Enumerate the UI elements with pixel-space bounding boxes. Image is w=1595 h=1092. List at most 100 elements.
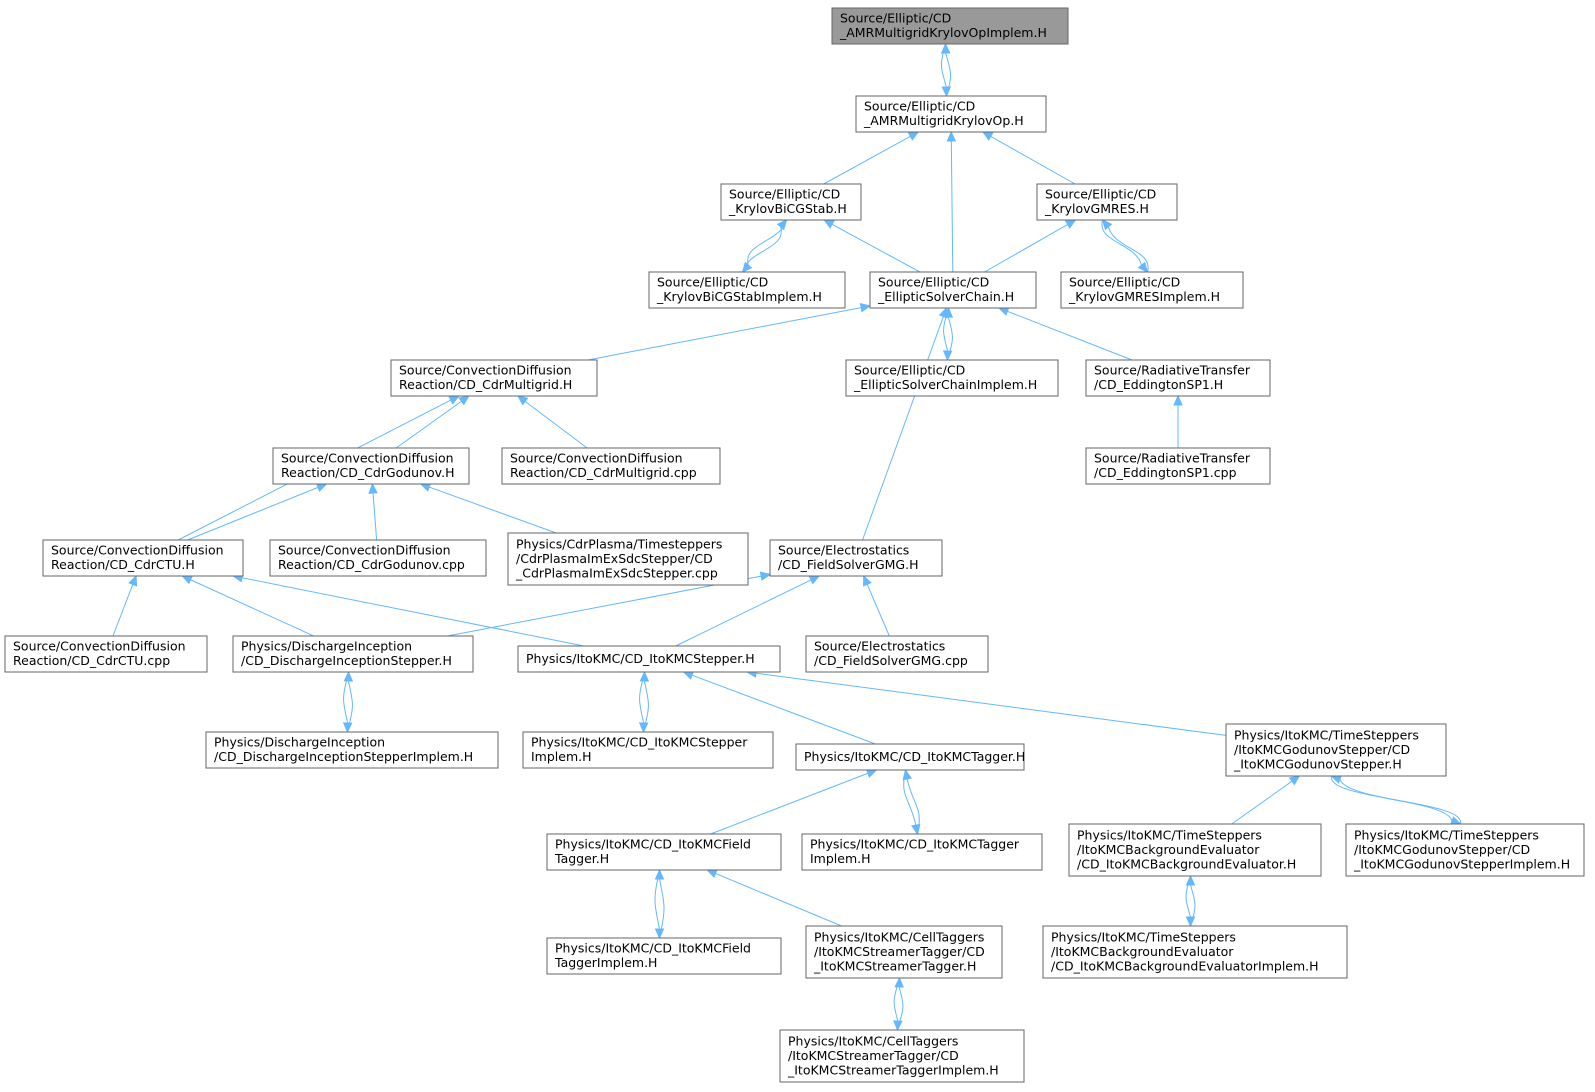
node-label-line: Source/Elliptic/CD xyxy=(657,275,768,290)
node-label-line: _EllipticSolverChain.H xyxy=(877,289,1014,304)
dependency-edge-n5-to-n3 xyxy=(984,219,1077,273)
edge-line xyxy=(1007,310,1133,361)
edge-line xyxy=(112,584,134,637)
node-box xyxy=(522,731,774,769)
file-node[interactable]: Physics/DischargeInception/CD_DischargeI… xyxy=(232,635,474,673)
node-label-line: Source/ConvectionDiffusion xyxy=(51,543,224,558)
file-node[interactable]: Source/Elliptic/CD_AMRMultigridKrylovOp.… xyxy=(855,95,1047,133)
node-label-line: Source/Elliptic/CD xyxy=(854,363,965,378)
edge-arrowhead xyxy=(342,722,353,734)
file-node[interactable]: Source/ConvectionDiffusionReaction/CD_Cd… xyxy=(272,447,470,485)
file-node[interactable]: Physics/ItoKMC/CD_ItoKMCTagger.H xyxy=(795,743,1025,771)
node-label-line: /CD_ItoKMCBackgroundEvaluatorImplem.H xyxy=(1051,958,1319,973)
file-node[interactable]: Physics/ItoKMC/TimeSteppers/ItoKMCBackgr… xyxy=(1042,925,1348,979)
dependency-edge-n15-to-n10 xyxy=(419,482,557,534)
node-box xyxy=(855,95,1047,133)
file-node[interactable]: Source/Elliptic/CD_EllipticSolverChain.H xyxy=(869,271,1037,309)
file-node[interactable]: Physics/ItoKMC/CD_ItoKMCFieldTaggerImple… xyxy=(546,937,782,975)
edge-line xyxy=(1339,778,1462,825)
node-label-line: /CD_DischargeInceptionStepper.H xyxy=(241,653,452,668)
file-node[interactable]: Source/ConvectionDiffusionReaction/CD_Cd… xyxy=(42,539,244,577)
file-node[interactable]: Physics/ItoKMC/TimeSteppers/ItoKMCBackgr… xyxy=(1068,823,1322,877)
node-label-line: /ItoKMCGodunovStepper/CD xyxy=(1234,742,1410,757)
node-label-line: /ItoKMCStreamerTagger/CD xyxy=(788,1048,959,1063)
dependency-edge-n7-to-n5 xyxy=(587,303,872,361)
edge-arrowhead xyxy=(808,575,821,585)
edge-arrowhead xyxy=(1185,916,1196,928)
node-label-line: Physics/ItoKMC/CD_ItoKMCStepper.H xyxy=(526,651,755,666)
node-box xyxy=(648,271,846,309)
edge-arrowhead xyxy=(682,670,695,680)
dependency-edge-n3-to-n6 xyxy=(1101,219,1149,273)
edges-layer xyxy=(112,42,1462,1032)
node-box xyxy=(42,539,244,577)
edge-line xyxy=(950,140,954,273)
edge-line xyxy=(187,486,319,541)
node-label-line: Reaction/CD_CdrCTU.cpp xyxy=(13,653,170,668)
node-box xyxy=(1068,823,1322,877)
edge-line xyxy=(395,400,462,449)
node-label-line: _AMRMultigridKrylovOp.H xyxy=(863,113,1024,128)
node-label-line: /CD_DischargeInceptionStepperImplem.H xyxy=(214,749,473,764)
file-node[interactable]: Physics/ItoKMC/CellTaggers/ItoKMCStreame… xyxy=(779,1029,1025,1083)
root-file-node[interactable]: Source/Elliptic/CD_AMRMultigridKrylovOpI… xyxy=(831,7,1069,45)
edge-line xyxy=(587,307,862,361)
node-label-line: _ItoKMCStreamerTaggerImplem.H xyxy=(787,1062,999,1077)
dependency-edge-n19-to-n16 xyxy=(675,575,821,647)
node-label-line: Source/Elliptic/CD xyxy=(878,275,989,290)
file-node[interactable]: Physics/CdrPlasma/Timesteppers/CdrPlasma… xyxy=(507,532,749,586)
dependency-edge-n27-to-n24 xyxy=(1231,775,1301,825)
edge-line xyxy=(862,316,944,541)
edge-line xyxy=(831,223,921,273)
file-node[interactable]: Physics/DischargeInception/CD_DischargeI… xyxy=(205,731,499,769)
node-box xyxy=(205,731,499,769)
file-node[interactable]: Source/ConvectionDiffusionReaction/CD_Cd… xyxy=(4,635,208,673)
node-box xyxy=(517,645,781,673)
dependency-edge-n18-to-n21 xyxy=(342,671,353,734)
node-label-line: Reaction/CD_CdrMultigrid.H xyxy=(399,377,572,392)
file-node[interactable]: Source/Elliptic/CD_KrylovGMRESImplem.H xyxy=(1060,271,1244,309)
file-node[interactable]: Physics/ItoKMC/CD_ItoKMCStepper.H xyxy=(517,645,781,673)
edge-line xyxy=(893,977,900,1022)
file-node[interactable]: Source/ConvectionDiffusionReaction/CD_Cd… xyxy=(501,447,721,485)
file-node[interactable]: Source/RadiativeTransfer/CD_EddingtonSP1… xyxy=(1085,359,1271,397)
node-label-line: Source/ConvectionDiffusion xyxy=(510,451,683,466)
edge-line xyxy=(429,486,557,534)
file-node[interactable]: Source/Electrostatics/CD_FieldSolverGMG.… xyxy=(769,539,943,577)
file-node[interactable]: Source/Electrostatics/CD_FieldSolverGMG.… xyxy=(805,635,989,673)
dependency-edge-n19-to-n22 xyxy=(638,671,649,734)
dependency-edge-n12-to-n9 xyxy=(1173,394,1183,448)
node-label-line: /CD_EddingtonSP1.H xyxy=(1094,377,1223,392)
nodes-layer: Source/Elliptic/CD_AMRMultigridKrylovOpI… xyxy=(4,7,1585,1083)
dependency-edge-n2-to-n4 xyxy=(741,219,787,273)
edge-line xyxy=(639,671,645,724)
node-label-line: /CD_EddingtonSP1.cpp xyxy=(1094,465,1237,480)
node-label-line: _KrylovGMRESImplem.H xyxy=(1068,289,1220,304)
dependency-edge-n18-to-n16 xyxy=(447,571,772,637)
file-node[interactable]: Physics/ItoKMC/TimeSteppers/ItoKMCGoduno… xyxy=(1225,723,1447,777)
edge-arrowhead xyxy=(911,823,921,836)
node-label-line: Source/RadiativeTransfer xyxy=(1094,451,1251,466)
file-node[interactable]: Source/Elliptic/CD_KrylovBiCGStabImplem.… xyxy=(648,271,846,309)
file-node[interactable]: Physics/ItoKMC/TimeSteppers/ItoKMCGoduno… xyxy=(1345,823,1585,877)
edge-line xyxy=(710,772,869,835)
node-box xyxy=(232,635,474,673)
edge-arrowhead xyxy=(516,395,529,406)
node-box xyxy=(272,447,470,485)
file-node[interactable]: Source/Elliptic/CD_EllipticSolverChainIm… xyxy=(845,359,1059,397)
file-node[interactable]: Source/Elliptic/CD_KrylovBiCGStab.H xyxy=(720,183,862,221)
edge-arrowhead xyxy=(865,768,878,778)
file-node[interactable]: Source/ConvectionDiffusionReaction/CD_Cd… xyxy=(269,539,487,577)
file-node[interactable]: Physics/ItoKMC/CellTaggers/ItoKMCStreame… xyxy=(805,925,1003,979)
file-node[interactable]: Source/ConvectionDiffusionReaction/CD_Cd… xyxy=(390,359,598,397)
node-label-line: /ItoKMCBackgroundEvaluator xyxy=(1051,944,1234,959)
edge-line xyxy=(343,671,349,724)
file-node[interactable]: Source/RadiativeTransfer/CD_EddingtonSP1… xyxy=(1085,447,1271,485)
file-node[interactable]: Source/Elliptic/CD_KrylovGMRES.H xyxy=(1036,183,1178,221)
node-label-line: Physics/ItoKMC/CellTaggers xyxy=(814,929,984,944)
node-label-line: Source/Electrostatics xyxy=(814,639,945,654)
node-box xyxy=(507,532,749,586)
